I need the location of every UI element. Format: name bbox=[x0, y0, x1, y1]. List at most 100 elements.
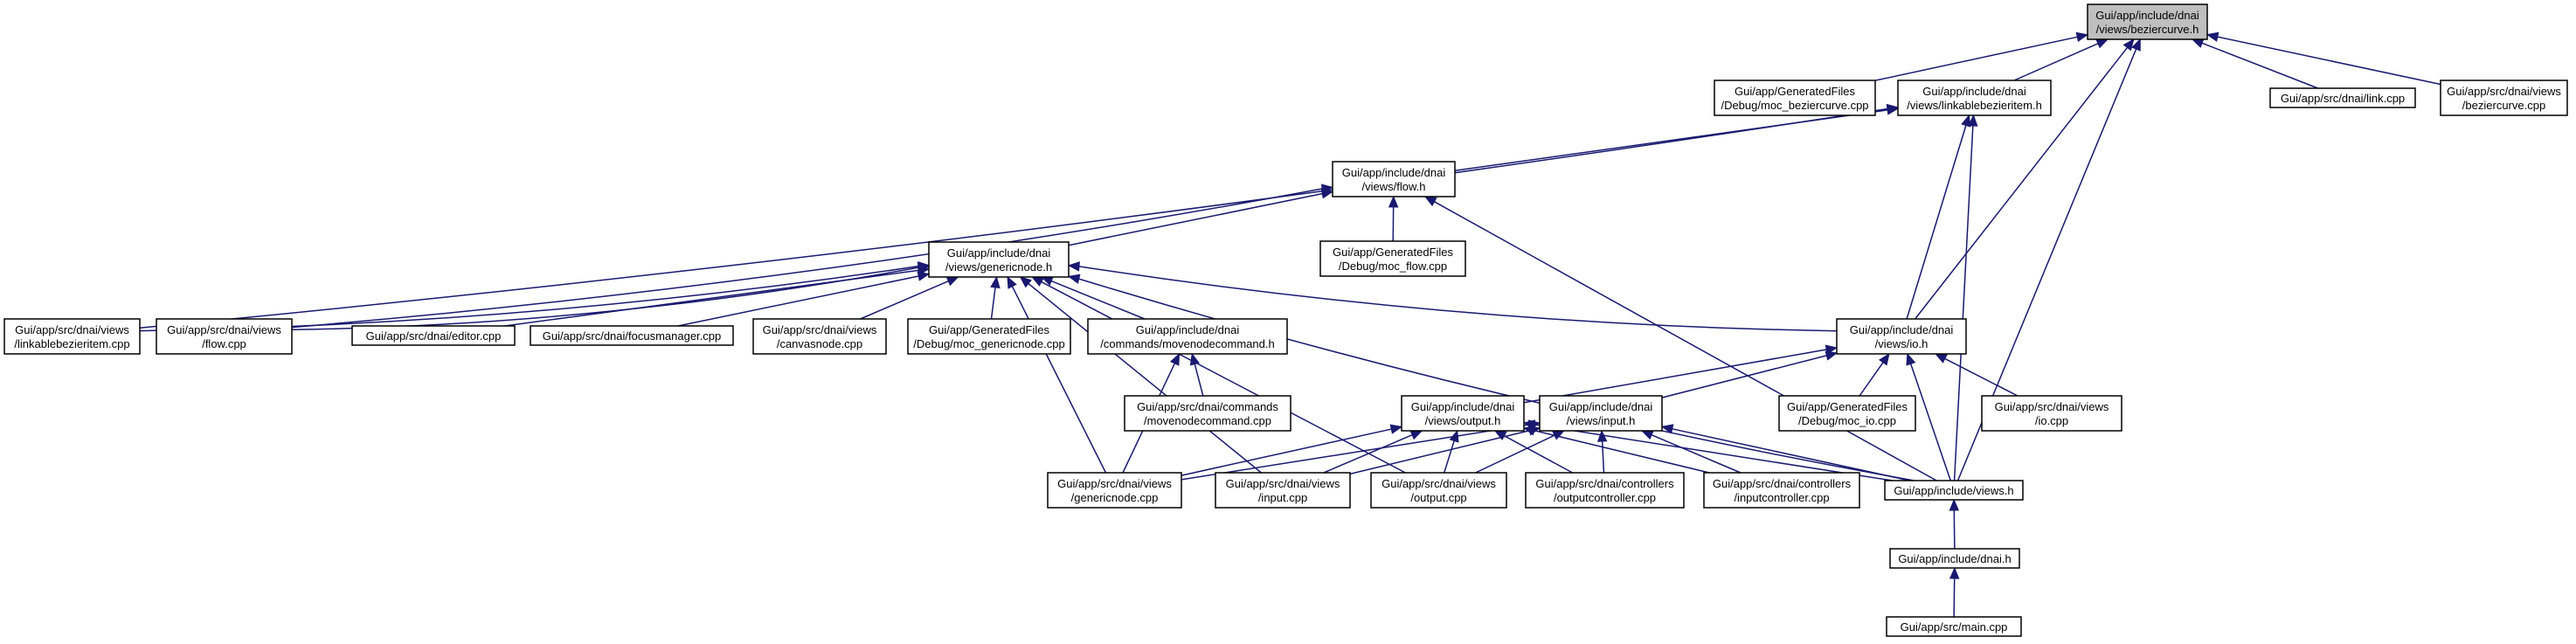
node-label-line: Gui/app/src/dnai/views bbox=[763, 323, 877, 336]
node-moc-genericnode[interactable]: Gui/app/GeneratedFiles/Debug/moc_generic… bbox=[907, 318, 1071, 355]
edge-views_h-to-input_h bbox=[1660, 424, 1910, 481]
node-main-cpp[interactable]: Gui/app/src/main.cpp bbox=[1886, 616, 2022, 637]
node-input-cpp[interactable]: Gui/app/src/dnai/views/input.cpp bbox=[1215, 472, 1351, 509]
node-moc-io[interactable]: Gui/app/GeneratedFiles/Debug/moc_io.cpp bbox=[1778, 395, 1916, 432]
edge-line bbox=[139, 107, 1888, 329]
edge-line bbox=[2013, 43, 2099, 81]
node-flow-cpp[interactable]: Gui/app/src/dnai/views/flow.cpp bbox=[156, 318, 293, 355]
node-label-line: Gui/app/src/main.cpp bbox=[1901, 620, 2008, 634]
node-label-line: Gui/app/include/dnai bbox=[1850, 323, 1954, 336]
edge-line bbox=[1011, 286, 1107, 474]
edge-line bbox=[1050, 280, 1146, 320]
node-label-line: /inputcontroller.cpp bbox=[1734, 491, 1829, 504]
node-linkablebezieritem-cpp[interactable]: Gui/app/src/dnai/views/linkablebezierite… bbox=[3, 318, 141, 355]
edge-genericnode_h-to-flow_h bbox=[1068, 189, 1334, 246]
node-moc-flow[interactable]: Gui/app/GeneratedFiles/Debug/moc_flow.cp… bbox=[1319, 240, 1466, 277]
node-linkablebezieritem-h[interactable]: Gui/app/include/dnai/views/linkablebezie… bbox=[1897, 80, 2052, 116]
edge-line bbox=[1504, 435, 1573, 474]
edge-line bbox=[504, 269, 919, 327]
edge-output_cpp-to-input_h bbox=[1475, 430, 1566, 474]
node-movenodecommand-cpp[interactable]: Gui/app/src/dnai/commands/movenodecomman… bbox=[1124, 395, 1291, 432]
arrowhead bbox=[1968, 114, 1978, 127]
node-io-cpp[interactable]: Gui/app/src/dnai/views/io.cpp bbox=[1981, 395, 2122, 432]
node-genericnode-cpp[interactable]: Gui/app/src/dnai/views/genericnode.cpp bbox=[1047, 472, 1182, 509]
arrowhead bbox=[2206, 31, 2219, 42]
node-label-line: Gui/app/src/dnai/link.cpp bbox=[2281, 92, 2405, 105]
node-label-line: Gui/app/src/dnai/views bbox=[2447, 85, 2561, 98]
edge-moc_io-to-io_h bbox=[1859, 352, 1890, 397]
edge-main_cpp-to-dnai_h bbox=[1949, 566, 1960, 618]
arrowhead bbox=[1949, 566, 1960, 579]
node-label-line: /linkablebezieritem.cpp bbox=[14, 337, 129, 350]
node-dnai-h[interactable]: Gui/app/include/dnai.h bbox=[1889, 548, 2020, 569]
node-label-line: /views/output.h bbox=[1425, 414, 1501, 427]
node-box bbox=[2440, 80, 2568, 116]
node-views-h[interactable]: Gui/app/include/views.h bbox=[1884, 480, 2024, 501]
node-box bbox=[1778, 395, 1916, 432]
node-label-line: /views/beziercurve.h bbox=[2096, 23, 2199, 36]
node-label-line: Gui/app/include/views.h bbox=[1894, 484, 2013, 497]
arrowhead bbox=[1007, 275, 1017, 289]
node-box bbox=[1836, 318, 1967, 355]
node-canvasnode-cpp[interactable]: Gui/app/src/dnai/views/canvasnode.cpp bbox=[752, 318, 887, 355]
edge-input_cpp-to-genericnode_h bbox=[1019, 276, 1262, 474]
node-output-cpp[interactable]: Gui/app/src/dnai/views/output.cpp bbox=[1370, 472, 1507, 509]
edge-line bbox=[1906, 125, 1967, 320]
edge-line bbox=[1349, 430, 1530, 475]
arrowhead bbox=[1949, 498, 1960, 511]
edge-linkablebezieritem_h-to-beziercurve_h bbox=[2013, 38, 2109, 81]
edge-line bbox=[291, 188, 1323, 329]
node-link-cpp[interactable]: Gui/app/src/dnai/link.cpp bbox=[2269, 87, 2416, 108]
node-label-line: /movenodecommand.cpp bbox=[1144, 414, 1271, 427]
arrowhead bbox=[1886, 103, 1900, 114]
arrowhead bbox=[2122, 38, 2135, 52]
edge-line bbox=[1651, 434, 1742, 474]
edge-line bbox=[1181, 428, 1392, 476]
edge-dnai_h-to-views_h bbox=[1949, 498, 1960, 550]
arrowhead bbox=[1067, 261, 1080, 272]
edge-line bbox=[1672, 428, 1910, 481]
node-label-line: /views/input.h bbox=[1567, 414, 1636, 427]
arrowhead bbox=[1067, 274, 1081, 284]
node-layer: Gui/app/include/dnai/views/beziercurve.h… bbox=[3, 3, 2568, 637]
edge-line bbox=[1028, 282, 1262, 474]
node-focusmanager-cpp[interactable]: Gui/app/src/dnai/focusmanager.cpp bbox=[530, 325, 734, 346]
node-moc-beziercurve[interactable]: Gui/app/GeneratedFiles/Debug/moc_bezierc… bbox=[1714, 80, 1876, 116]
edge-views_h-to-io_h bbox=[1906, 352, 1951, 481]
node-outputcontroller-cpp[interactable]: Gui/app/src/dnai/controllers/outputcontr… bbox=[1525, 472, 1685, 509]
node-output-h[interactable]: Gui/app/include/dnai/views/output.h bbox=[1401, 395, 1525, 432]
node-label-line: Gui/app/src/dnai/views bbox=[1381, 477, 1496, 490]
node-input-h[interactable]: Gui/app/include/dnai/views/input.h bbox=[1539, 395, 1663, 432]
node-label-line: Gui/app/GeneratedFiles bbox=[1735, 85, 1856, 98]
node-box bbox=[530, 325, 734, 346]
edge-line bbox=[1194, 364, 1204, 397]
arrowhead bbox=[1596, 429, 1608, 442]
node-label-line: /io.cpp bbox=[2035, 414, 2068, 427]
node-label-line: Gui/app/include/dnai bbox=[947, 246, 1051, 260]
node-genericnode-h[interactable]: Gui/app/include/dnai/views/genericnode.h bbox=[928, 241, 1070, 278]
node-box bbox=[1319, 240, 1466, 277]
node-label-line: Gui/app/src/dnai/views bbox=[167, 323, 281, 336]
node-label-line: /Debug/moc_genericnode.cpp bbox=[913, 337, 1064, 350]
node-inputcontroller-cpp[interactable]: Gui/app/src/dnai/controllers/inputcontro… bbox=[1703, 472, 1860, 509]
node-editor-cpp[interactable]: Gui/app/src/dnai/editor.cpp bbox=[351, 325, 516, 346]
node-label-line: /Debug/moc_beziercurve.cpp bbox=[1721, 99, 1868, 112]
node-beziercurve-cpp[interactable]: Gui/app/src/dnai/views/beziercurve.cpp bbox=[2440, 80, 2568, 116]
node-box bbox=[1884, 480, 2024, 501]
node-label-line: /output.cpp bbox=[1410, 491, 1466, 504]
node-flow-h[interactable]: Gui/app/include/dnai/views/flow.h bbox=[1332, 161, 1456, 197]
edge-line bbox=[1953, 509, 1956, 550]
node-label-line: Gui/app/src/dnai/controllers bbox=[1535, 477, 1674, 490]
edge-views_h-to-linkablebezieritem_h bbox=[1953, 114, 1978, 481]
edge-moc_beziercurve-to-beziercurve_h bbox=[1874, 31, 2089, 81]
node-movenodecommand-h[interactable]: Gui/app/include/dnai/commands/movenodeco… bbox=[1087, 318, 1288, 355]
node-label-line: /Debug/moc_io.cpp bbox=[1798, 414, 1896, 427]
node-box bbox=[156, 318, 293, 355]
arrowhead bbox=[990, 275, 1001, 289]
arrowhead bbox=[1019, 276, 1032, 288]
edge-io_h-to-beziercurve_h bbox=[1915, 38, 2135, 320]
node-io-h[interactable]: Gui/app/include/dnai/views/io.h bbox=[1836, 318, 1967, 355]
node-box bbox=[2269, 87, 2416, 108]
node-label-line: Gui/app/GeneratedFiles bbox=[1333, 246, 1454, 259]
